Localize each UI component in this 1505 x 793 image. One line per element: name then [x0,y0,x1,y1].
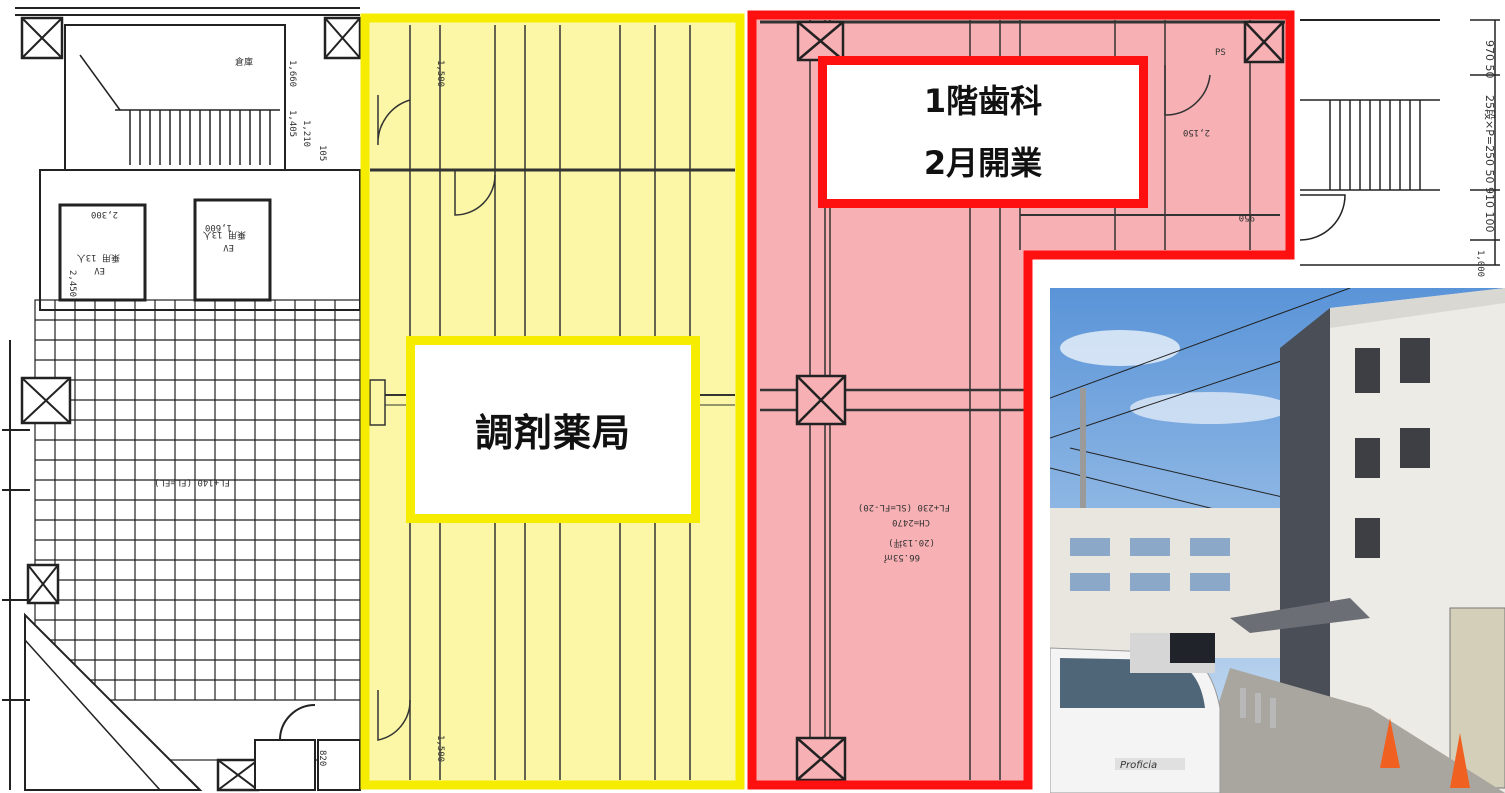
dim-2300: 2,300 [91,209,118,219]
right-dims-top: 970 50 [1483,40,1496,79]
dental-label-line1: 1階歯科 [923,82,1043,120]
ps-text: PS [1215,48,1226,58]
dim-2450: 2,450 [67,270,77,297]
ev-1-sub: 乗用 13人 [77,252,120,264]
right-area-text-3: 66.53㎡ [884,552,920,563]
dim-1660: 1,660 [287,60,297,87]
storage-text: 倉庫 [235,56,253,68]
dim-1000: 1,000 [1475,250,1485,277]
right-area-text-4: (20.13坪) [888,537,935,548]
dental-label-line2: 2月開業 [923,144,1043,182]
pharmacy-label-box: 調剤薬局 [406,336,700,523]
dim-105: 105 [317,145,327,161]
ev-1-label: EV [94,265,105,275]
dental-label-box: 1階歯科 2月開業 [818,56,1148,208]
left-area-text: FL+140 (FL=EL) [154,477,230,487]
dim-950: 950 [1239,212,1255,222]
dim-1600: 1,600 [205,222,232,232]
dim-1210: 1,210 [301,120,311,147]
dim-1500-bottom: 1,500 [435,735,445,762]
right-dims: 25段×P=250 50 910 100 [1483,95,1497,233]
dim-1405: 1,405 [287,110,297,137]
right-stair [1299,19,1500,266]
van-badge: Proficia [1120,760,1157,771]
dim-1500-top: 1,500 [435,60,445,87]
dental-columns [795,20,1285,782]
dim-2150: 2,150 [1183,127,1210,137]
dim-820: 820 [317,750,327,766]
pharmacy-label: 調剤薬局 [474,411,631,455]
core-area [2,7,362,792]
right-area-text-2: CH=2470 [892,517,930,527]
right-area-text-1: FL+230 (SL=FL-20) [858,502,950,512]
building-photo: Proficia [1050,288,1505,793]
ev-2-label: EV [223,242,234,252]
ev-2-sub: 乗用 13人 [203,229,246,241]
